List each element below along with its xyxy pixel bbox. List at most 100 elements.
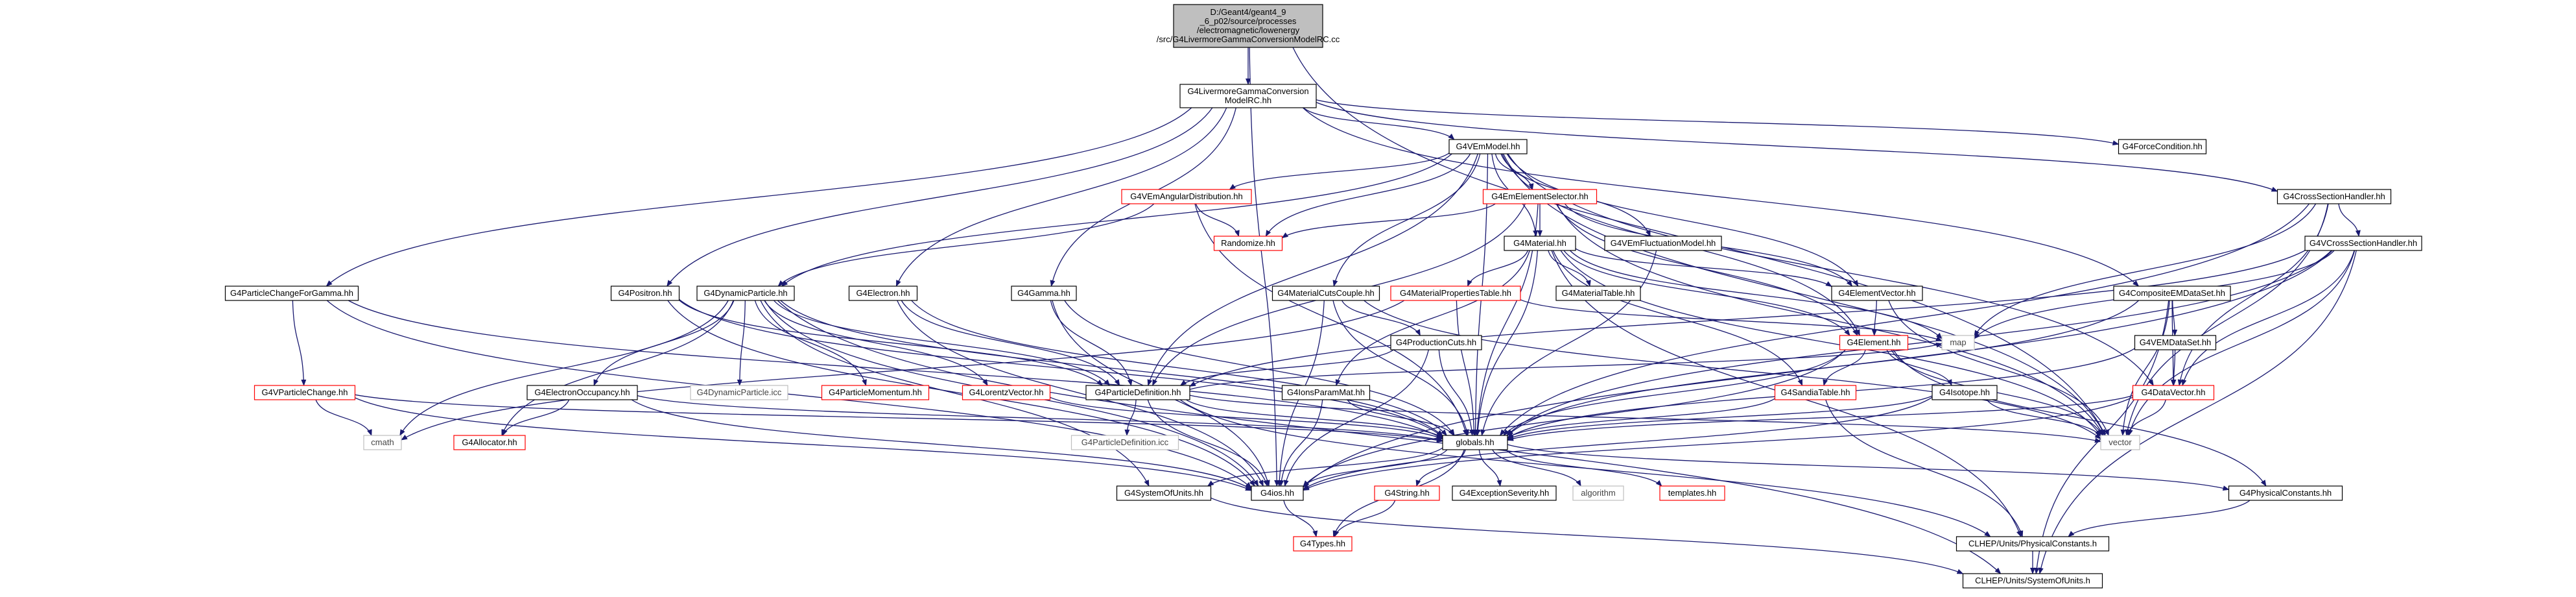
edge-partdef-to-ios bbox=[1147, 399, 1268, 487]
edge-compem-to-globals bbox=[1507, 300, 2140, 436]
node-map: map bbox=[1941, 335, 1975, 350]
node-label: G4VParticleChange.hh bbox=[262, 387, 348, 397]
node-g4allocator-hh[interactable]: G4Allocator.hh bbox=[453, 435, 526, 450]
node-g4sandiatable-hh[interactable]: G4SandiaTable.hh bbox=[1774, 385, 1857, 400]
node-g4vemdataset-hh[interactable]: G4VEMDataSet.hh bbox=[2134, 335, 2217, 350]
edge-lgcm-to-forcecond bbox=[1316, 99, 2120, 146]
node-g4ionsparammat-hh[interactable]: G4IonsParamMat.hh bbox=[1281, 385, 1371, 400]
node-g4vemangulardistribution-hh[interactable]: G4VEmAngularDistribution.hh bbox=[1121, 189, 1252, 204]
edge-compem-to-vemdataset bbox=[2172, 300, 2178, 336]
node-d-geant4-geant4-9-6-p02-source-processes-electromagnetic-lowenergy-src-g4livermoregammaconversionmodelrc-cc[interactable]: D:/Geant4/geant4_9_6_p02/source/processe… bbox=[1157, 4, 1340, 48]
node-g4livermoregammaconversion-modelrc-hh[interactable]: G4LivermoreGammaConversionModelRC.hh bbox=[1179, 84, 1317, 108]
edge-vem-to-angdist bbox=[1229, 152, 1450, 190]
node-g4particlechangeforgamma-hh[interactable]: G4ParticleChangeForGamma.hh bbox=[224, 286, 359, 301]
node-box bbox=[848, 286, 918, 301]
node-g4dynamicparticle-hh[interactable]: G4DynamicParticle.hh bbox=[696, 286, 795, 301]
edge-globals-to-excsev bbox=[1478, 449, 1502, 487]
node-g4physicalconstants-hh[interactable]: G4PhysicalConstants.hh bbox=[2228, 485, 2343, 501]
node-label: globals.hh bbox=[1456, 437, 1494, 447]
edge-lgcm-to-compem bbox=[1302, 107, 2140, 287]
node-cmath: cmath bbox=[363, 435, 402, 450]
node-g4particlemomentum-hh[interactable]: G4ParticleMomentum.hh bbox=[821, 385, 930, 400]
node-g4vemmodel-hh[interactable]: G4VEmModel.hh bbox=[1448, 139, 1528, 154]
node-g4compositeemdataset-hh[interactable]: G4CompositeEMDataSet.hh bbox=[2113, 286, 2231, 301]
node-box bbox=[1374, 485, 1440, 501]
edge-vxshandler-to-clhepsys bbox=[2038, 250, 2357, 574]
edge-dynpart-to-partdef bbox=[774, 300, 1111, 386]
node-clhep-units-systemofunits-h[interactable]: CLHEP/Units/SystemOfUnits.h bbox=[1962, 573, 2103, 589]
node-g4gamma-hh[interactable]: G4Gamma.hh bbox=[1011, 286, 1077, 301]
edge-material-to-sandia bbox=[1552, 250, 1803, 386]
edge-lgcm-to-vem bbox=[1303, 107, 1455, 140]
node-box bbox=[696, 286, 795, 301]
edge-xshandler-to-vxshandler bbox=[2338, 203, 2361, 237]
node-g4emelementselector-hh[interactable]: G4EmElementSelector.hh bbox=[1482, 189, 1598, 204]
node-label: G4LivermoreGammaConversion bbox=[1187, 86, 1308, 96]
node-label: G4CrossSectionHandler.hh bbox=[2283, 191, 2385, 201]
node-templates-hh[interactable]: templates.hh bbox=[1659, 485, 1725, 501]
node-box bbox=[1213, 236, 1283, 251]
node-g4element-hh[interactable]: G4Element.hh bbox=[1839, 335, 1909, 350]
node-label: G4Electron.hh bbox=[856, 288, 910, 298]
node-box bbox=[1572, 485, 1624, 501]
node-label: G4MaterialTable.hh bbox=[1562, 288, 1635, 298]
node-label: G4ios.hh bbox=[1260, 488, 1294, 498]
node-label: G4Types.hh bbox=[1300, 539, 1345, 548]
dependency-edges bbox=[292, 47, 2361, 574]
edge-element-to-sandia bbox=[1823, 349, 1866, 386]
node-g4datavector-hh[interactable]: G4DataVector.hh bbox=[2132, 385, 2215, 400]
node-g4types-hh[interactable]: G4Types.hh bbox=[1293, 536, 1353, 552]
node-label: G4Element.hh bbox=[1847, 337, 1900, 347]
node-g4productioncuts-hh[interactable]: G4ProductionCuts.hh bbox=[1390, 335, 1482, 350]
node-box bbox=[962, 385, 1051, 400]
node-label: G4PhysicalConstants.hh bbox=[2239, 488, 2332, 498]
node-label: /electromagnetic/lowenergy bbox=[1197, 25, 1300, 35]
edge-globals-to-ios bbox=[1303, 449, 1448, 487]
node-g4vcrosssectionhandler-hh[interactable]: G4VCrossSectionHandler.hh bbox=[2304, 236, 2422, 251]
node-randomize-hh[interactable]: Randomize.hh bbox=[1213, 236, 1283, 251]
node-box bbox=[1390, 286, 1521, 301]
node-g4dynamicparticle-icc: G4DynamicParticle.icc bbox=[690, 385, 788, 400]
edge-element-to-isotope bbox=[1886, 349, 1952, 386]
node-g4materialcutscouple-hh[interactable]: G4MaterialCutsCouple.hh bbox=[1271, 286, 1380, 301]
node-label: vector bbox=[2109, 437, 2132, 447]
node-g4elementvector-hh[interactable]: G4ElementVector.hh bbox=[1831, 286, 1923, 301]
node-g4vemfluctuationmodel-hh[interactable]: G4VEmFluctuationModel.hh bbox=[1604, 236, 1722, 251]
edge-material-to-elvec bbox=[1575, 248, 1832, 287]
node-g4isotope-hh[interactable]: G4Isotope.hh bbox=[1932, 385, 1998, 400]
node-g4electronoccupancy-hh[interactable]: G4ElectronOccupancy.hh bbox=[526, 385, 638, 400]
node-g4systemofunits-hh[interactable]: G4SystemOfUnits.hh bbox=[1116, 485, 1212, 501]
edge-dynpart-to-dynicc bbox=[737, 300, 746, 386]
edge-lgcm-to-electron bbox=[895, 107, 1227, 287]
node-g4vparticlechange-hh[interactable]: G4VParticleChange.hh bbox=[254, 385, 356, 400]
node-box bbox=[1962, 573, 2103, 589]
node-g4lorentzvector-hh[interactable]: G4LorentzVector.hh bbox=[962, 385, 1051, 400]
edge-vpartchange-to-ios bbox=[355, 397, 1252, 491]
edge-dynpart-to-lorentz bbox=[764, 300, 988, 386]
edge-lgcm-to-xshandler bbox=[1316, 102, 2278, 192]
node-g4electron-hh[interactable]: G4Electron.hh bbox=[848, 286, 918, 301]
node-g4crosssectionhandler-hh[interactable]: G4CrossSectionHandler.hh bbox=[2276, 189, 2392, 204]
node-g4ios-hh[interactable]: G4ios.hh bbox=[1251, 485, 1304, 501]
node-g4materialtable-hh[interactable]: G4MaterialTable.hh bbox=[1555, 286, 1641, 301]
node-box bbox=[1070, 435, 1179, 450]
node-box bbox=[610, 286, 680, 301]
node-label: G4CompositeEMDataSet.hh bbox=[2119, 288, 2225, 298]
edge-prodcuts-to-ios bbox=[1283, 349, 1430, 487]
node-g4materialpropertiestable-hh[interactable]: G4MaterialPropertiesTable.hh bbox=[1390, 286, 1521, 301]
node-g4forcecondition-hh[interactable]: G4ForceCondition.hh bbox=[2118, 139, 2207, 154]
edge-matcuts-to-prodcuts bbox=[1341, 300, 1421, 336]
edge-isotope-to-globals bbox=[1507, 395, 1933, 440]
node-label: G4MaterialCutsCouple.hh bbox=[1277, 288, 1375, 298]
node-label: G4SandiaTable.hh bbox=[1781, 387, 1850, 397]
node-g4material-hh[interactable]: G4Material.hh bbox=[1504, 236, 1576, 251]
edge-vpartchange-to-globals bbox=[355, 394, 1443, 443]
node-clhep-units-physicalconstants-h[interactable]: CLHEP/Units/PhysicalConstants.h bbox=[1956, 536, 2110, 552]
node-g4exceptionseverity-hh[interactable]: G4ExceptionSeverity.hh bbox=[1452, 485, 1557, 501]
edge-lgcm-to-pcgamma bbox=[325, 107, 1192, 287]
node-g4positron-hh[interactable]: G4Positron.hh bbox=[610, 286, 680, 301]
node-g4particledefinition-hh[interactable]: G4ParticleDefinition.hh bbox=[1085, 385, 1190, 400]
node-g4string-hh[interactable]: G4String.hh bbox=[1374, 485, 1440, 501]
edge-globals-to-sysunits bbox=[1207, 447, 1443, 487]
node-globals-hh[interactable]: globals.hh bbox=[1442, 435, 1508, 450]
